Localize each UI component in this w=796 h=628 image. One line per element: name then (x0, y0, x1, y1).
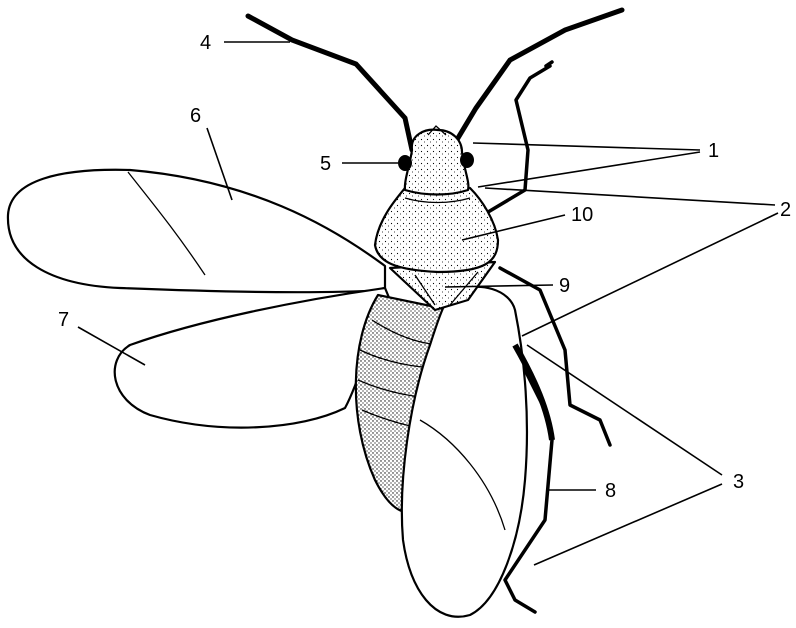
label-6: 6 (190, 105, 201, 127)
leader-3b (534, 484, 722, 565)
leader-2a (485, 188, 775, 205)
label-8: 8 (605, 480, 616, 502)
forewing (8, 170, 385, 292)
label-4: 4 (200, 32, 211, 54)
label-5: 5 (320, 153, 331, 175)
hindwing (115, 288, 390, 428)
label-1: 1 (708, 140, 719, 162)
label-2: 2 (780, 199, 791, 221)
label-9: 9 (559, 275, 570, 297)
right-compound-eye (460, 152, 474, 168)
leader-3a (527, 345, 722, 475)
left-antenna (248, 16, 412, 150)
label-3: 3 (733, 471, 744, 493)
right-antenna (455, 10, 622, 143)
leader-1a (473, 143, 700, 150)
pronotum (375, 188, 498, 272)
label-10: 10 (571, 204, 593, 226)
label-7: 7 (58, 309, 69, 331)
leader-1b (478, 152, 700, 187)
head (405, 130, 469, 195)
left-compound-eye (398, 155, 412, 171)
